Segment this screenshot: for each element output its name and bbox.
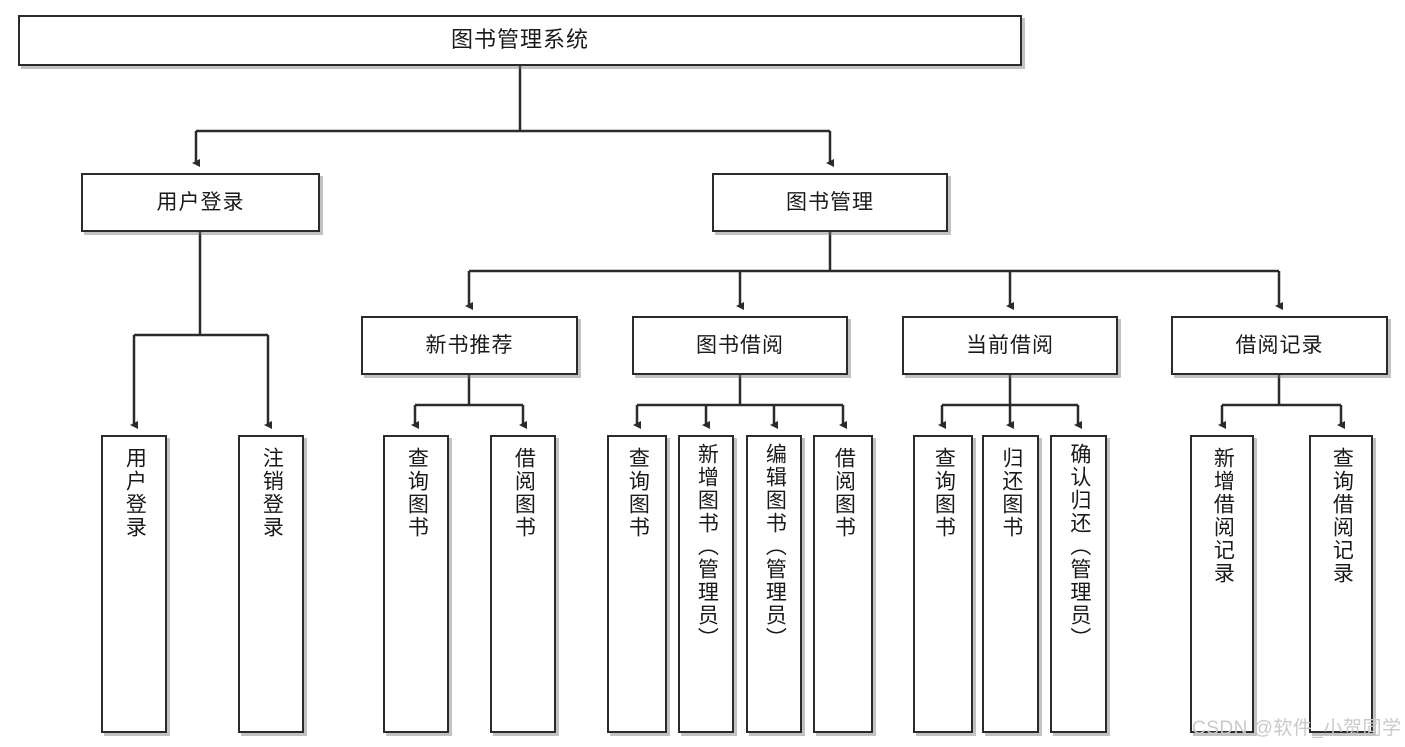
node-label: 确认归还（管理员） (1067, 443, 1091, 650)
node-label: 注销登录 (260, 447, 284, 539)
node-new-book-recommend[interactable]: 新书推荐 (361, 316, 578, 375)
node-user-login[interactable]: 用户登录 (81, 173, 320, 232)
leaf-query-book-current[interactable]: 查询图书 (913, 435, 973, 733)
csdn-watermark: CSDN @软件_小贺同学 (1192, 718, 1402, 739)
node-label: 查询图书 (932, 447, 956, 539)
node-label: 新增图书（管理员） (695, 443, 719, 650)
node-label: 查询借阅记录 (1330, 447, 1354, 585)
leaf-query-book-borrow[interactable]: 查询图书 (607, 435, 667, 733)
node-label: 借阅图书 (832, 447, 856, 539)
node-label: 查询图书 (626, 447, 650, 539)
node-label: 借阅记录 (1235, 333, 1324, 357)
leaf-edit-book-admin[interactable]: 编辑图书（管理员） (746, 435, 802, 733)
node-label: 图书管理系统 (450, 27, 589, 53)
node-borrow-record[interactable]: 借阅记录 (1171, 316, 1388, 375)
node-label: 图书借阅 (696, 333, 784, 357)
node-label: 借阅图书 (512, 447, 536, 539)
node-book-management[interactable]: 图书管理 (712, 173, 948, 232)
leaf-logout[interactable]: 注销登录 (238, 435, 304, 733)
leaf-query-book-recommend[interactable]: 查询图书 (383, 435, 449, 733)
leaf-borrow-book[interactable]: 借阅图书 (813, 435, 873, 733)
leaf-borrow-book-recommend[interactable]: 借阅图书 (490, 435, 556, 733)
leaf-add-borrow-record[interactable]: 新增借阅记录 (1190, 435, 1254, 733)
node-current-borrow[interactable]: 当前借阅 (902, 316, 1118, 375)
node-label: 查询图书 (405, 447, 429, 539)
node-label: 新书推荐 (425, 333, 514, 357)
leaf-user-login[interactable]: 用户登录 (101, 435, 167, 733)
node-label: 编辑图书（管理员） (763, 443, 787, 650)
node-label: 图书管理 (786, 190, 874, 214)
leaf-query-borrow-record[interactable]: 查询借阅记录 (1309, 435, 1373, 733)
node-label: 当前借阅 (966, 333, 1054, 357)
node-label: 归还图书 (999, 447, 1023, 539)
node-label: 用户登录 (156, 190, 245, 214)
node-label: 用户登录 (123, 447, 147, 539)
leaf-confirm-return-admin[interactable]: 确认归还（管理员） (1050, 435, 1107, 733)
node-book-borrow[interactable]: 图书借阅 (632, 316, 848, 375)
node-label: 新增借阅记录 (1211, 447, 1235, 585)
node-book-management-system[interactable]: 图书管理系统 (18, 15, 1022, 66)
leaf-return-book[interactable]: 归还图书 (982, 435, 1039, 733)
leaf-add-book-admin[interactable]: 新增图书（管理员） (678, 435, 734, 733)
